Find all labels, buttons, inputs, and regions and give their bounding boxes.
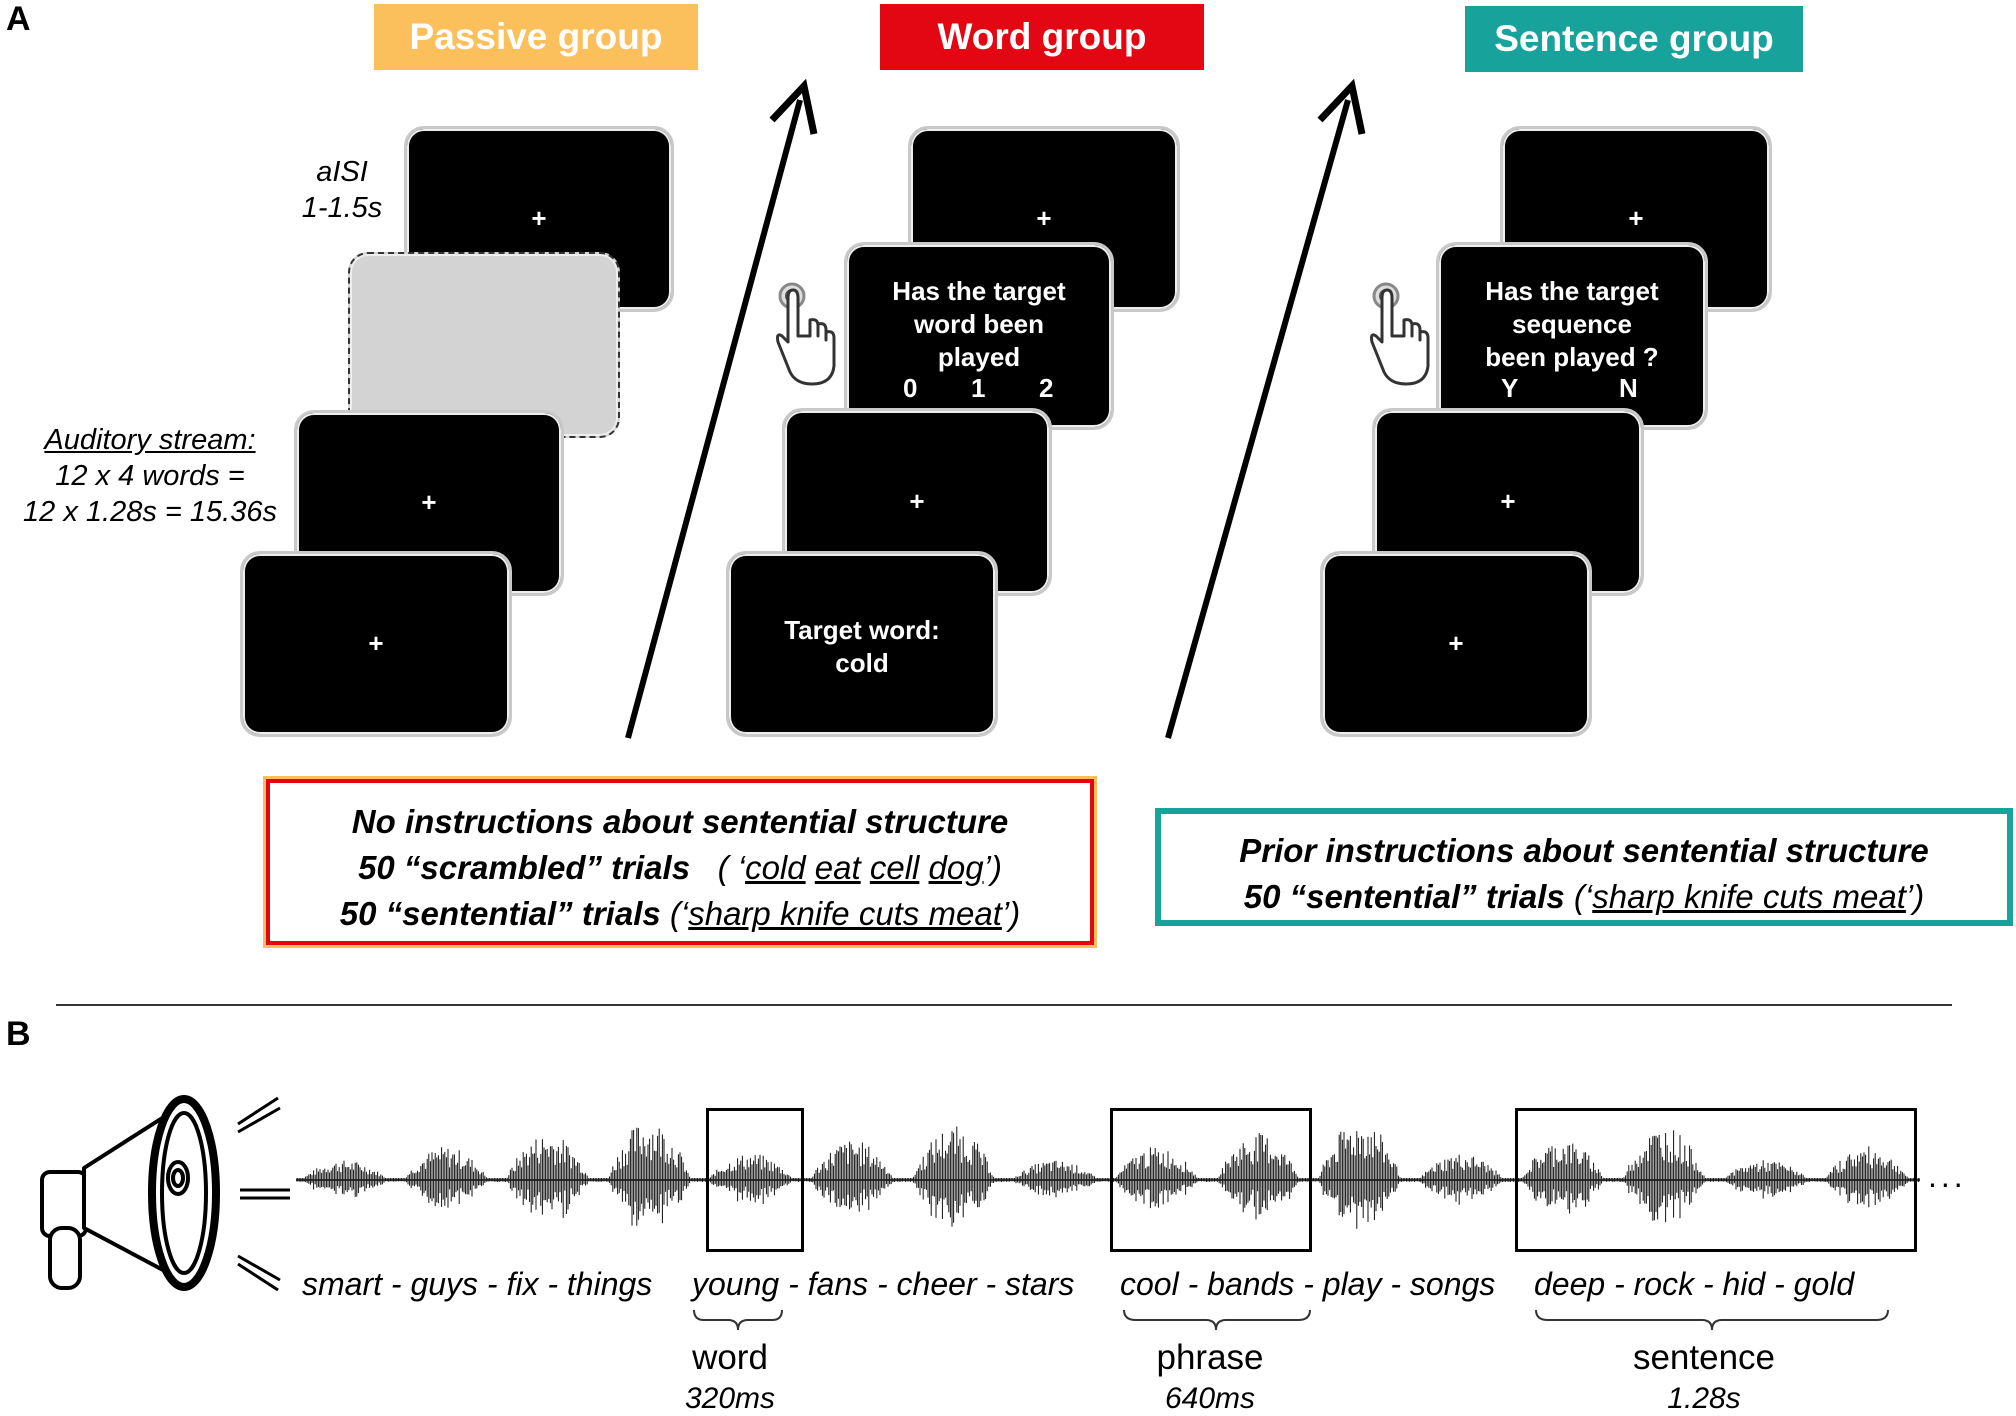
scrambled-word: dog	[928, 849, 984, 886]
word-sequence: cool - bands - play - songs	[1120, 1266, 1496, 1302]
sentence-segment-box	[1515, 1108, 1917, 1252]
word-question-line1: Has the target	[892, 276, 1066, 306]
fixation-cross: +	[1036, 202, 1052, 233]
response-option-2: 2	[1039, 373, 1054, 403]
prior-instructions-box: Prior instructions about sentential stru…	[1155, 808, 2013, 926]
word-question-line2: word been	[913, 309, 1044, 339]
sentence-question-line1: Has the target	[1485, 276, 1659, 306]
word-sequence: deep - rock - hid - gold	[1534, 1266, 1855, 1302]
sentence-fixation-screen-3: +	[1320, 551, 1592, 737]
scrambled-word: eat	[814, 849, 861, 886]
panel-label-b: B	[6, 1015, 31, 1053]
quote-close: ’)	[1905, 878, 1925, 915]
panel-label-a: A	[6, 0, 31, 38]
fixation-cross: +	[1448, 627, 1464, 658]
quote-close: ’)	[1001, 895, 1021, 932]
sentential-example: sharp knife cuts meat	[1592, 878, 1906, 915]
fixation-cross: +	[1628, 202, 1644, 233]
auditory-stream-label: Auditory stream: 12 x 4 words = 12 x 1.2…	[0, 422, 300, 530]
sentence-question-line3: been played ?	[1485, 342, 1659, 372]
isi-label: aISI 1-1.5s	[282, 154, 402, 226]
quote-open: (‘	[1573, 878, 1593, 915]
target-word-prompt: Target word: cold	[729, 614, 995, 680]
sentence-question-line2: sequence	[1512, 309, 1632, 339]
auditory-stream-title: Auditory stream:	[44, 424, 256, 456]
response-option-no: N	[1619, 373, 1638, 403]
word-group-label: Word group	[880, 4, 1204, 70]
timescale-braces	[693, 1309, 1889, 1331]
fixation-cross: +	[1500, 485, 1516, 516]
sentential-trials-label: 50 “sentential” trials	[1243, 878, 1565, 915]
sentence-group-label: Sentence group	[1465, 6, 1803, 72]
info-left-line1: No instructions about sentential structu…	[351, 803, 1009, 840]
sentence-question: Has the target sequence been played ?	[1439, 275, 1705, 374]
response-option-yes: Y	[1501, 373, 1519, 403]
level-label-phrase: phrase	[1156, 1338, 1264, 1377]
info-left-line3: 50 “sentential” trials (‘sharp knife cut…	[270, 891, 1090, 937]
word-target-screen: Target word: cold	[726, 551, 998, 737]
fixation-cross: +	[421, 486, 437, 517]
quote-open: ( ‘	[717, 849, 746, 886]
isi-label-line1: aISI	[316, 156, 368, 188]
passive-fixation-screen-3: +	[240, 551, 512, 737]
progression-arrow-1	[625, 78, 818, 739]
sentential-trials-label: 50 “sentential” trials	[339, 895, 661, 932]
level-duration-phrase: 640ms	[1164, 1382, 1256, 1415]
passive-group-label: Passive group	[374, 4, 698, 70]
no-instructions-box: No instructions about sentential structu…	[266, 779, 1094, 945]
panel-divider	[56, 1004, 1952, 1006]
progression-arrow-2	[1165, 78, 1366, 739]
sentence-question-screen: Has the target sequence been played ? Y …	[1436, 242, 1708, 430]
quote-close: ’)	[983, 849, 1002, 886]
megaphone-icon	[40, 1095, 290, 1292]
hand-pointer-icon	[1370, 282, 1430, 386]
level-duration-sentence: 1.28s	[1667, 1382, 1741, 1415]
scrambled-word: cold	[745, 849, 806, 886]
info-right-line2: 50 “sentential” trials (‘sharp knife cut…	[1161, 874, 2007, 920]
auditory-stream-line3: 12 x 1.28s = 15.36s	[23, 496, 277, 528]
speech-waveform	[296, 1126, 1920, 1229]
response-option-0: 0	[903, 373, 918, 403]
level-duration-word: 320ms	[684, 1382, 776, 1415]
hand-pointer-icon	[776, 282, 836, 386]
info-left-line2: 50 “scrambled” trials ( ‘cold eat cell d…	[270, 845, 1090, 891]
fixation-cross: +	[909, 485, 925, 516]
word-question-screen: Has the target word been played 0 1 2	[844, 242, 1114, 430]
target-word-line2: cold	[835, 648, 889, 678]
phrase-segment-box	[1110, 1108, 1312, 1252]
info-right-line1: Prior instructions about sentential stru…	[1239, 832, 1929, 869]
word-sequence: smart - guys - fix - things	[302, 1266, 653, 1302]
stream-ellipsis: ...	[1928, 1158, 1967, 1194]
word-sequence: young - fans - cheer - stars	[692, 1266, 1075, 1302]
level-label-word: word	[692, 1338, 768, 1377]
scrambled-trials-label: 50 “scrambled” trials	[358, 849, 691, 886]
target-word-line1: Target word:	[784, 615, 940, 645]
word-question: Has the target word been played	[847, 275, 1111, 374]
word-segment-box	[706, 1108, 804, 1252]
sentential-example: sharp knife cuts meat	[688, 895, 1002, 932]
fixation-cross: +	[531, 202, 547, 233]
response-option-1: 1	[971, 373, 986, 403]
scrambled-word: cell	[869, 849, 920, 886]
auditory-stream-line2: 12 x 4 words =	[55, 460, 245, 492]
level-label-sentence: sentence	[1632, 1338, 1776, 1377]
fixation-cross: +	[368, 627, 384, 658]
quote-open: (‘	[669, 895, 689, 932]
word-question-line3: played	[937, 342, 1021, 372]
isi-label-line2: 1-1.5s	[301, 192, 383, 224]
